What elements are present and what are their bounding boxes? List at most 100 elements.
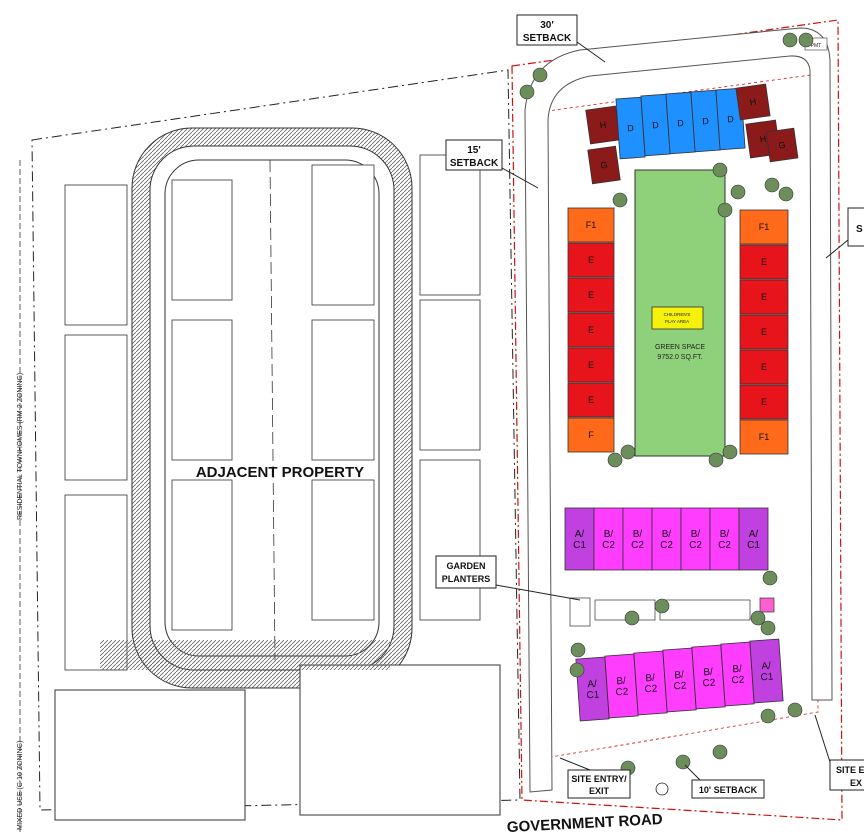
green-space-label-1: GREEN SPACE (655, 344, 705, 351)
unit-block (567, 417, 615, 453)
garden-label-1: GARDEN (446, 561, 485, 571)
unit-label: A/C1 (573, 529, 586, 551)
tree-icon (712, 162, 728, 178)
unit-block (739, 209, 789, 245)
setback-30-label-1: 30' (540, 20, 554, 31)
unit-block (593, 507, 624, 571)
unit-block (739, 279, 789, 315)
unit-block (622, 507, 653, 571)
unit-label: E (761, 292, 767, 302)
site-entry-label-1: SITE ENTRY/ (571, 774, 627, 784)
tree-icon (730, 184, 746, 200)
tree-icon (778, 186, 794, 202)
unit-block (739, 349, 789, 385)
government-road-label: GOVERNMENT ROAD (507, 811, 664, 835)
tree-icon (569, 662, 585, 678)
tree-icon (722, 444, 738, 460)
unit-label: D (702, 116, 710, 126)
tree-group (519, 32, 814, 776)
tree-icon (717, 202, 733, 218)
unit-label: E (588, 290, 594, 300)
unit-label: B/C2 (631, 529, 644, 551)
tree-icon (612, 192, 628, 208)
unit-label: D (727, 114, 735, 124)
unit-label: E (761, 397, 767, 407)
tree-icon (620, 444, 636, 460)
unit-label: B/C2 (672, 670, 687, 693)
unit-block (749, 638, 784, 704)
unit-block (738, 507, 769, 571)
unit-label: D (677, 118, 685, 128)
unit-block (739, 384, 789, 420)
unit-label: B/C2 (730, 664, 745, 687)
setback-30-label-2: SETBACK (523, 33, 572, 44)
unit-block (567, 277, 615, 313)
tree-icon (782, 32, 798, 48)
green-space-label-2: 9752.0 SQ.FT. (657, 354, 702, 361)
tree-icon (532, 67, 548, 83)
unit-label: E (588, 360, 594, 370)
unit-block (735, 83, 771, 121)
unit-label: H (599, 120, 607, 131)
tree-icon (764, 177, 780, 193)
adjacent-property-label: ADJACENT PROPERTY (196, 464, 364, 481)
left-zoning-label: RESIDENTIAL TOWNHOMES (RM-2 ZONING) (17, 373, 24, 520)
right-edge-label: S (856, 224, 863, 235)
site-entry-label-2: EXIT (589, 786, 610, 796)
tree-icon (762, 570, 778, 586)
unit-label: H (749, 97, 757, 108)
unit-block (587, 145, 621, 185)
left-zoning-bottom-label: MIXED USE (C-10 ZONING) (17, 741, 24, 830)
unit-block (567, 382, 615, 418)
unit-label: E (588, 395, 594, 405)
callouts: 30' SETBACK 15' SETBACK GARDEN PLANTERS … (435, 14, 864, 835)
unit-block (765, 127, 799, 163)
unit-label: B/C2 (602, 529, 615, 551)
tree-icon (654, 598, 670, 614)
unit-label: B/C2 (643, 673, 658, 696)
unit-label: B/C2 (689, 529, 702, 551)
tree-icon (607, 452, 623, 468)
unit-block (680, 507, 711, 571)
unit-block (567, 242, 615, 278)
unit-block (739, 419, 789, 455)
unit-label: F1 (586, 220, 597, 230)
tree-icon (675, 754, 691, 770)
tree-icon (570, 642, 586, 658)
unit-label: B/C2 (614, 676, 629, 699)
tree-icon (750, 610, 766, 626)
site-entry-right-label-2: EX (850, 778, 862, 788)
unit-label: F (588, 430, 594, 440)
unit-label: H (759, 134, 767, 145)
unit-block (567, 347, 615, 383)
refuse-enclosure (759, 597, 775, 613)
unit-label: G (778, 140, 786, 151)
tree-icon (787, 702, 803, 718)
unit-label: F1 (759, 222, 770, 232)
unit-label: E (588, 325, 594, 335)
middle-unit-row: A/C1B/C2B/C2B/C2B/C2B/C2A/C1 (564, 507, 769, 571)
unit-label: B/C2 (701, 667, 716, 690)
unit-label: E (761, 362, 767, 372)
play-area-label-2: PLAY AREA (665, 319, 689, 324)
unit-block (567, 312, 615, 348)
tree-icon (760, 620, 776, 636)
unit-label: A/C1 (585, 679, 600, 702)
tree-icon (798, 32, 814, 48)
adjacent-property: ADJACENT PROPERTY RESIDENTIAL TOWNHOMES … (17, 69, 521, 835)
unit-label: E (761, 327, 767, 337)
setback-15-label-1: 15' (467, 145, 481, 156)
unit-label: A/C1 (747, 529, 760, 551)
childrens-play-area (651, 306, 704, 330)
unit-block (564, 507, 595, 571)
setback-15-label-2: SETBACK (450, 158, 499, 169)
unit-block (651, 507, 682, 571)
unit-label: E (761, 257, 767, 267)
bottom-unit-row: A/C1B/C2B/C2B/C2B/C2B/C2A/C1 (575, 638, 784, 722)
unit-label: B/C2 (718, 529, 731, 551)
